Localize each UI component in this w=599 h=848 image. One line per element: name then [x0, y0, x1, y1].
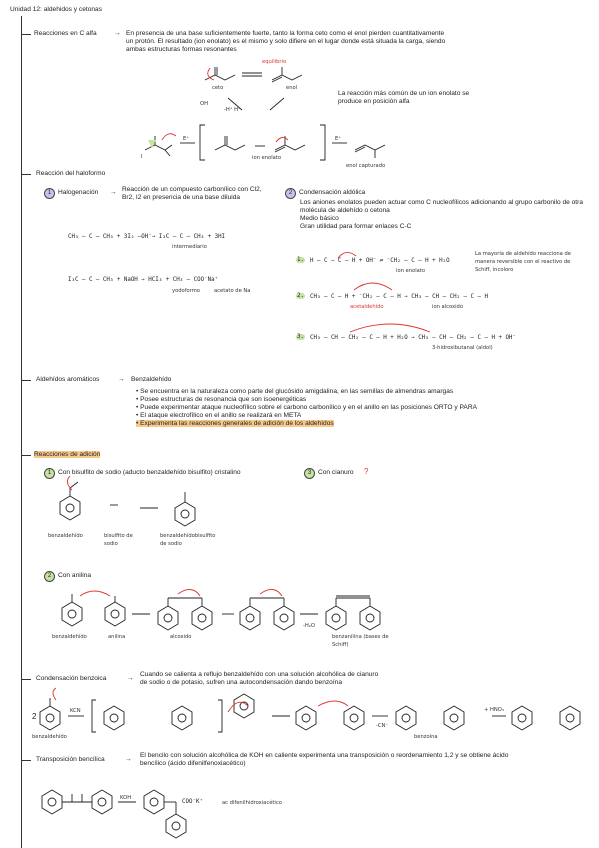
acid-product-label: ac difenilhidroxiacético: [222, 800, 282, 806]
haloformo-equation-2: I₃C — C — CH₃ + NaOH → HCI₃ + CH₃ — COO⁻…: [68, 277, 219, 283]
enolato-label: ion enolato: [252, 155, 282, 161]
kcn-label: KCN: [70, 708, 81, 714]
page-title: Unidad 12: aldehidos y cetonas: [10, 6, 103, 13]
step-badge: 2: [285, 188, 296, 199]
benzaldehido-label: benzaldehído: [48, 533, 83, 539]
branch-line: [21, 34, 31, 35]
section-title-benzoica: Condensación benzoica: [36, 675, 107, 682]
enol-capturado-label: enol capturado: [346, 163, 386, 169]
aldol-title: Condensación aldólica: [299, 189, 366, 196]
step-badge: 2: [44, 571, 55, 582]
list-item: Gran utilidad para formar enlaces C-C: [300, 223, 412, 230]
section-title-haloformo: Reacción del haloformo: [36, 170, 106, 177]
list-item: Medio básico: [300, 215, 339, 222]
list-item: • Posee estructuras de resonancia que so…: [136, 396, 307, 403]
enol-label: enol: [286, 85, 298, 91]
step-badge: 1: [44, 468, 55, 479]
benzanilina-label: benzanilina (bases de Schiff): [332, 634, 389, 648]
koh-label: KOH: [120, 795, 132, 801]
section-title-aromaticos: Aldehídos aromáticos: [36, 376, 100, 383]
branch-line: [21, 380, 31, 381]
anilina-title: Con anilina: [58, 572, 91, 579]
section-title-c-alfa: Reacciones en C alfa: [34, 30, 97, 37]
bencilica-desc: El bencilo con solución alcohólica de KO…: [140, 752, 509, 767]
dehydration-label: -H₂O: [303, 623, 315, 629]
step-number: 3.: [296, 334, 305, 340]
equilibrio-label: equilibrio: [262, 59, 287, 65]
aldol-product-label: 3-hidroxibutanal (aldol): [432, 345, 493, 351]
ion-alcoxido-label: ion alcoxido: [432, 304, 464, 310]
alcoxido-label: alcoxido: [170, 634, 192, 640]
benzaldehido-subtitle: Benzaldehído: [131, 376, 172, 383]
step-number: 1.: [296, 257, 305, 263]
benzaldehido-label: benzaldehído: [52, 634, 87, 640]
benzoica-desc: Cuando se calienta a reflujo benzaldehíd…: [140, 671, 379, 686]
step-badge: 1: [44, 188, 55, 199]
list-item: • Se encuentra en la naturaleza como par…: [136, 388, 454, 395]
base-label: OH: [200, 101, 208, 107]
halogenacion-desc: Reacción de un compuesto carbonílico con…: [122, 186, 262, 201]
list-item: • Experimenta las reacciones generales d…: [136, 420, 334, 427]
c-alfa-note: La reacción más común de un ion enolato …: [338, 90, 470, 105]
electrophile-label-2: E⁺: [335, 136, 342, 142]
aldol-step3-equation: CH₃ — CH — CH₂ — C — H + H₂O → CH₃ — CH …: [310, 335, 516, 341]
nitric-label: + HNO₃: [484, 707, 504, 713]
aducto-label: benzaldehídobisulfito de sodio: [160, 533, 216, 547]
acetaldehido-label: acetaldehído: [350, 304, 384, 310]
aromaticos-bullets: • Se encuentra en la naturaleza como par…: [136, 388, 556, 428]
halogenacion-title: Halogenación: [58, 189, 99, 196]
i-label: I: [141, 154, 143, 160]
branch-line: [21, 455, 31, 456]
aldol-step2-equation: CH₃ — C — H + ⁻CH₂ — C — H → CH₃ — CH — …: [310, 294, 488, 300]
schiff-side-note: La mayoría de aldehído reacciona de mane…: [475, 251, 571, 273]
cyanide-loss-label: -CN⁻: [376, 723, 389, 729]
intermediario-label: intermediario: [172, 244, 207, 250]
haloformo-equation-1: CH₃ — C — CH₃ + 3I₂ —OH⁻→ I₃C — C — CH₃ …: [68, 234, 226, 240]
section-title-bencilica: Transposición bencílica: [36, 756, 105, 763]
list-item: • Puede experimentar ataque nucleofílico…: [136, 404, 477, 411]
proton-label: -H⁺ H⁺: [224, 107, 241, 113]
branch-line: [21, 760, 31, 761]
branch-line: [21, 679, 31, 680]
section-title-adicion: Reacciones de adición: [34, 451, 101, 458]
carboxylate-label: COO⁻K⁺: [182, 799, 203, 805]
tree-trunk-line: [21, 16, 22, 848]
aldol-bullets: Los aniones enolatos pueden actuar como …: [300, 199, 592, 231]
cianuro-title: Con cianuro: [318, 469, 354, 476]
list-item: Los aniones enolatos pueden actuar como …: [300, 199, 583, 214]
anilina-label: anilina: [108, 634, 126, 640]
branch-line: [21, 174, 31, 175]
yodoformo-label: yodoformo: [172, 288, 200, 294]
aldol-step1-equation: H — C — C — H + OH⁻ ⇌ ⁻CH₂ — C — H + H₂O: [310, 258, 450, 264]
ion-enolato-label: ion enolato: [396, 268, 426, 274]
step-number: 2.: [296, 293, 305, 299]
bisulfito-title: Con bisulfito de sodio (aducto benzaldeh…: [58, 469, 241, 476]
bisulfito-label: bisulfito de sodio: [104, 533, 133, 547]
list-item: • El ataque electrofílico en el anillo s…: [136, 412, 302, 419]
electrophile-label: E⁺: [183, 136, 190, 142]
c-alfa-description: En presencia de una base suficientemente…: [126, 30, 446, 53]
acetato-label: acetato de Na: [214, 288, 251, 294]
step-badge: 3: [304, 468, 315, 479]
question-mark: ?: [364, 467, 369, 476]
ceto-label: ceto: [212, 85, 224, 91]
benzaldehido-label: benzaldehído: [32, 734, 67, 740]
benzoina-label: benzoína: [414, 734, 438, 740]
